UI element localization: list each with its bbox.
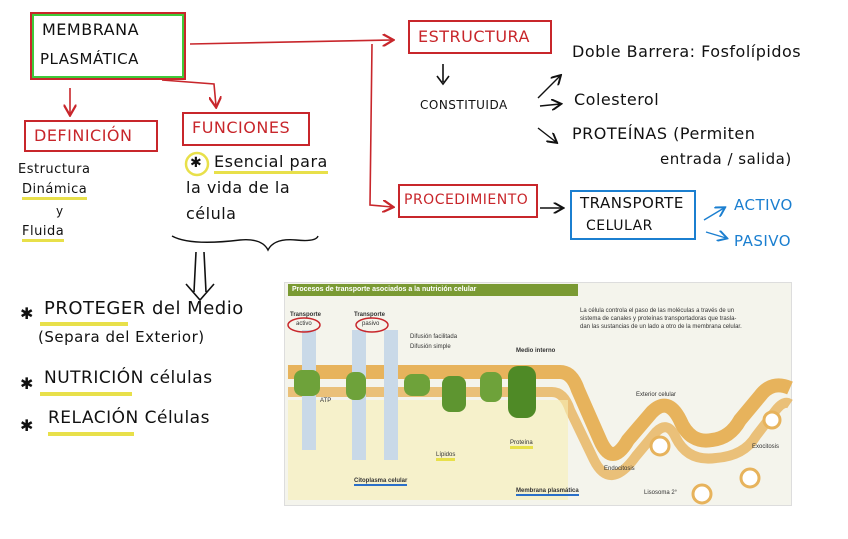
definicion-line-4: Fluida [22,224,65,242]
title-line1: MEMBRANA [42,20,140,39]
definicion-line-1: Estructura [18,162,91,177]
label-endocitosis: Endocitosis [604,466,635,472]
definicion-line-3: y [56,204,64,218]
title-line2: PLASMÁTICA [40,50,139,68]
figure-desc-3: dan las sustancias de un lado a otro de … [580,324,742,330]
label-membrana: Membrana plasmática [516,488,579,496]
transporte-type-pasivo: PASIVO [734,232,792,250]
function-text-1: PROTEGER del Medio [44,298,244,319]
arrow-proteinas [537,127,556,142]
function-bullet-3: ✱ [20,416,34,435]
function-bullet-1: ✱ [20,304,34,323]
protein-1 [294,370,320,396]
funciones-star: ✱ [190,155,203,171]
vesicle-3 [739,467,761,489]
yellow-underline-nutricion [40,392,132,396]
figure-desc-1: La célula controla el paso de las molécu… [580,308,735,314]
vesicle-4 [762,410,782,430]
activo-highlight [287,317,321,333]
label-proteina: Proteína [510,440,533,449]
label-lipidos: Lípidos [436,452,456,461]
definicion-label: DEFINICIÓN [34,126,133,145]
definicion-line-2: Dinámica [22,182,88,200]
label-atp: ATP [320,398,332,404]
function-sub-1: (Separa del Exterior) [38,328,205,346]
protein-6 [508,366,536,418]
constituida-label: CONSTITUIDA [420,98,508,112]
arrow-fosfolipidos [537,76,560,99]
arrow-to-estructura [189,40,392,44]
arrow-activo [703,208,724,221]
funciones-line-3: célula [186,204,237,223]
protein-3 [404,374,430,396]
label-citoplasma: Citoplasma celular [354,478,408,486]
label-transporte-pasivo-2: pasivo [362,321,380,327]
brace [171,235,319,252]
function-text-3: RELACIÓN Células [48,408,210,428]
yellow-underline-proteger [40,322,128,326]
procedimiento-label: PROCEDIMIENTO [404,192,529,208]
label-exterior-celular: Exterior celular [636,392,677,398]
vesicle-2 [691,483,713,505]
membrane-lower [288,387,793,480]
passive-transport-arrow-2 [384,330,398,460]
estructura-item-2: Colesterol [574,90,660,109]
label-medio-interno: Medio interno [516,348,556,354]
figure-header-bar [288,284,578,296]
arrow-to-funciones [161,79,216,106]
protein-5 [480,372,502,402]
protein-2 [346,372,366,400]
arrow-colesterol [539,104,560,106]
transporte-type-activo: ACTIVO [734,196,793,214]
function-item-1: PROTEGER del Medio [44,298,244,319]
arrow-constituida [436,64,450,86]
double-arrow-down [185,251,215,302]
pasivo-highlight [355,317,389,333]
label-transporte-activo-2: activo [296,321,312,327]
transporte-line-1: TRANSPORTE [580,194,684,212]
funciones-label: FUNCIONES [192,118,291,137]
definicion-box [24,120,158,152]
vesicle-1 [649,435,671,457]
star-highlight [184,151,210,177]
membrane-upper [288,365,793,461]
title-box [30,12,186,80]
figure-header: Procesos de transporte asociados a la nu… [292,286,477,293]
funciones-line-2: la vida de la [186,178,291,197]
procedimiento-box [398,184,538,218]
yellow-underline-relacion [48,432,134,436]
label-transporte-activo-1: Transporte [290,312,322,318]
figure-desc-2: sistema de canales y proteínas transport… [580,316,737,322]
label-difusion-simple: Difusión simple [410,344,451,350]
estructura-box [408,20,552,54]
funciones-box [182,112,310,146]
estructura-item-4: entrada / salida) [660,150,792,168]
estructura-item-1: Doble Barrera: Fosfolípidos [572,42,802,61]
transporte-line-2: CELULAR [586,218,653,234]
funciones-line-1: Esencial para [214,152,328,174]
arrow-to-procedimiento [369,43,392,207]
label-transporte-pasivo-1: Transporte [354,312,386,318]
label-difusion-facilitada: Difusión facilitada [410,334,458,340]
label-exocitosis: Exocitosis [752,444,780,450]
protein-4 [442,376,466,412]
function-text-2: NUTRICIÓN células [44,368,213,388]
transporte-box [570,190,696,240]
arrow-pasivo [705,232,726,238]
label-lisosoma: Lisosoma 2° [644,490,678,496]
estructura-item-3: PROTEÍNAS (Permiten [572,124,756,143]
function-bullet-2: ✱ [20,374,34,393]
estructura-label: ESTRUCTURA [418,27,530,46]
